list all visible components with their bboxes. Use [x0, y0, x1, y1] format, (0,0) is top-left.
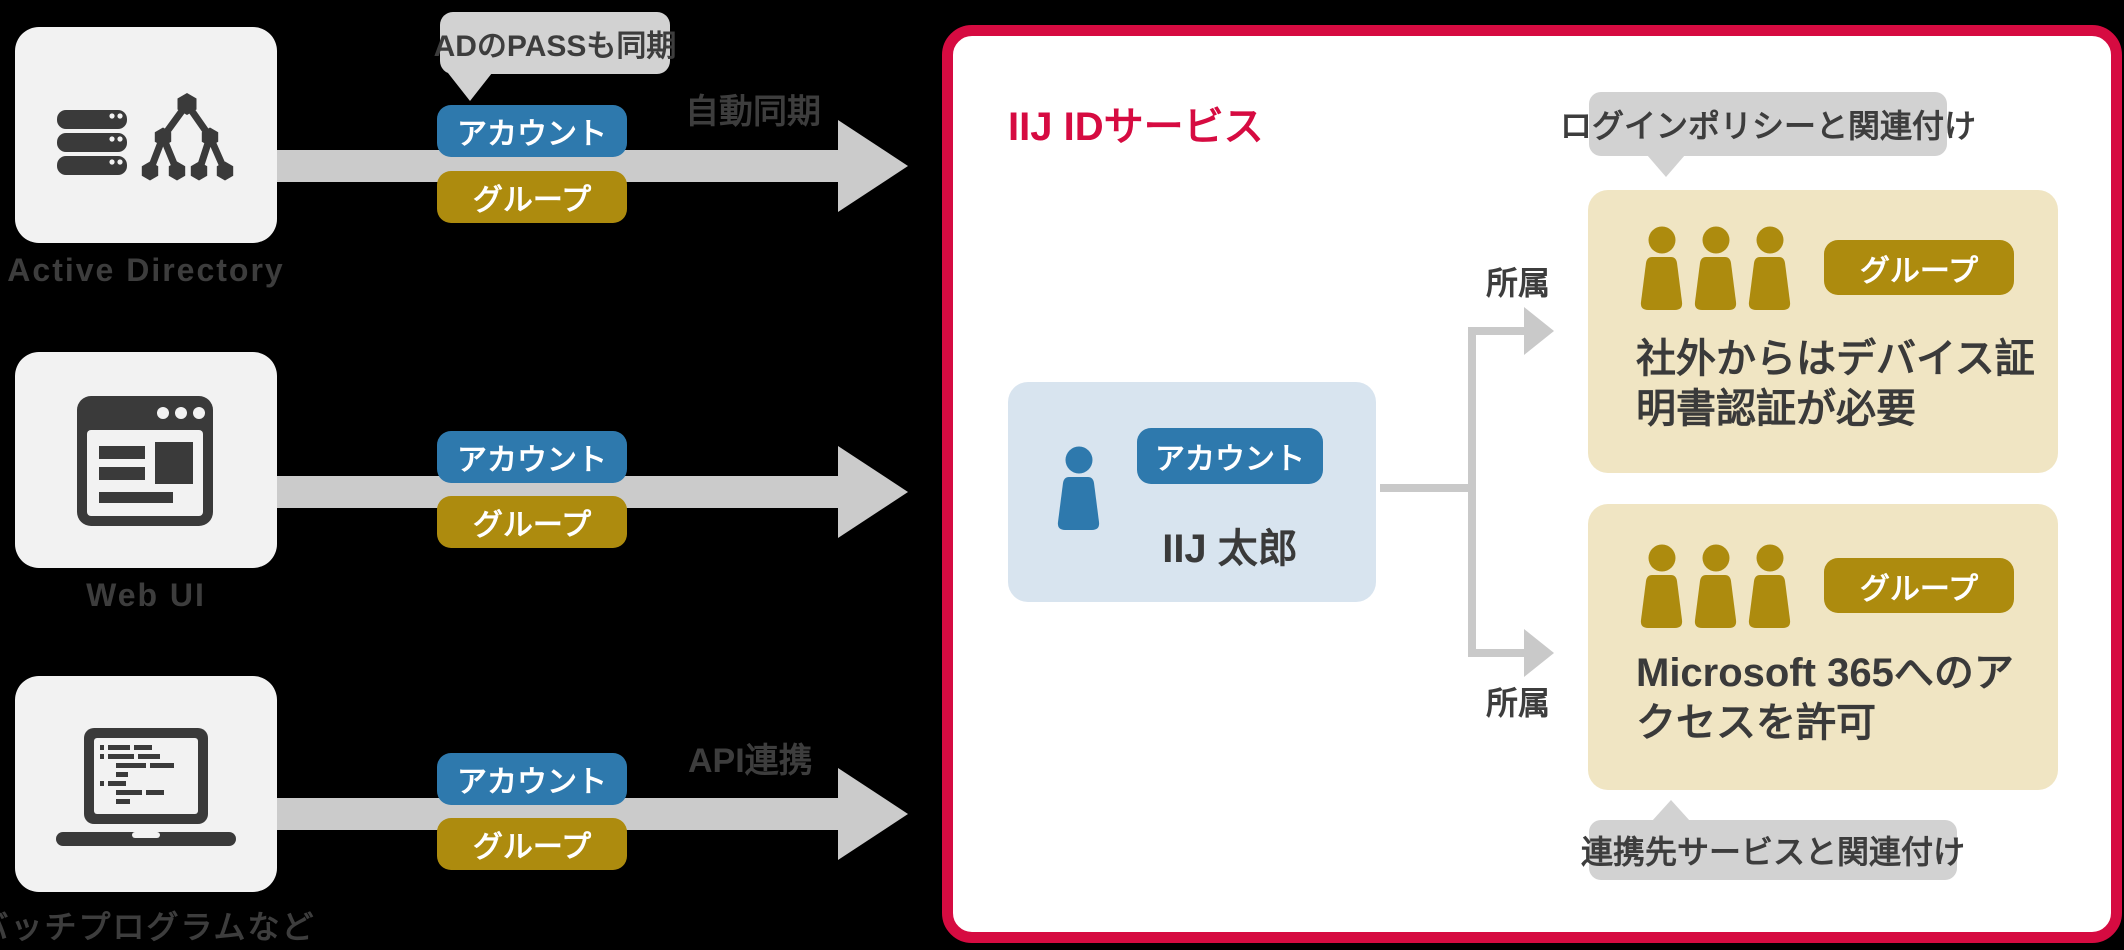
group-badge-row3: グループ: [437, 818, 627, 870]
web-ui-icon: [77, 396, 213, 526]
account-badge-row1: アカウント: [437, 105, 627, 157]
web-ui-box: [15, 352, 277, 568]
group-card1-badge: グループ: [1824, 240, 2014, 295]
batch-program-box: [15, 676, 277, 892]
person-icon: [1057, 446, 1100, 530]
ad-pass-tooltip: ADのPASSも同期: [434, 12, 676, 74]
connector-branch-top: [1468, 327, 1524, 335]
active-directory-icon: [57, 93, 234, 181]
connector-vertical: [1468, 327, 1476, 657]
login-policy-tooltip: ログインポリシーと関連付け: [1560, 92, 1976, 156]
membership-label-top: 所属: [1486, 265, 1551, 301]
connector-arrow-bottom: [1524, 629, 1554, 677]
account-card: [1008, 382, 1376, 602]
account-card-badge: アカウント: [1137, 428, 1323, 484]
membership-label-bottom: 所属: [1486, 685, 1551, 721]
group-card-login-policy: [1588, 190, 2058, 473]
api-link-label: API連携: [688, 742, 813, 780]
ad-pass-tooltip-pointer: [448, 73, 492, 101]
group-icon: [1640, 226, 1791, 310]
login-policy-tooltip-pointer: [1647, 155, 1685, 177]
group-card1-description: 社外からはデバイス証明書認証が必要: [1636, 337, 2035, 431]
group-card-service-link: [1588, 504, 2058, 790]
account-badge-row3: アカウント: [437, 753, 627, 805]
service-link-tooltip: 連携先サービスと関連付け: [1581, 820, 1965, 880]
web-ui-label: Web UI: [86, 577, 206, 613]
connector-branch-bottom: [1468, 649, 1524, 657]
group-badge-row2: グループ: [437, 496, 627, 548]
active-directory-label: Active Directory: [7, 252, 285, 288]
batch-program-icon: [56, 728, 236, 846]
batch-program-label: バッチプログラムなど: [0, 909, 316, 945]
connector-arrow-top: [1524, 307, 1554, 355]
group-card2-badge: グループ: [1824, 558, 2014, 613]
group-icon: [1640, 544, 1791, 628]
group-badge-row1: グループ: [437, 171, 627, 223]
active-directory-box: [15, 27, 277, 243]
group-card2-description: Microsoft 365へのアクセスを許可: [1636, 651, 2014, 745]
account-badge-row2: アカウント: [437, 431, 627, 483]
auto-sync-label: 自動同期: [685, 93, 821, 131]
sync-arrow-head-3: [838, 768, 908, 860]
service-link-tooltip-pointer: [1652, 800, 1690, 821]
account-name: IIJ 太郎: [1162, 527, 1298, 571]
connector-stem: [1380, 484, 1476, 492]
iij-id-service-title: IIJ IDサービス: [1008, 105, 1264, 149]
sync-arrow-head-2: [838, 446, 908, 538]
sync-arrow-head-1: [838, 120, 908, 212]
